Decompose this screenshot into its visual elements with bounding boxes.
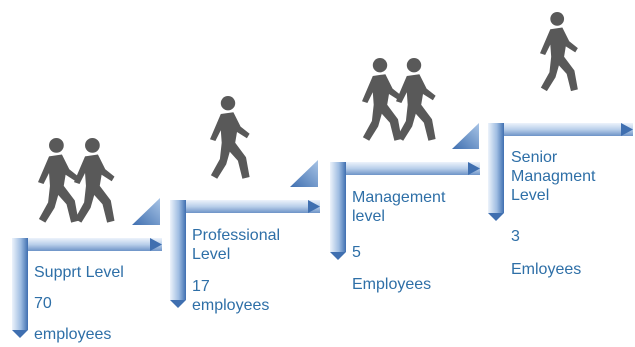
- step-2-bracket: [170, 200, 320, 308]
- walking-person-icon: [362, 58, 402, 141]
- step-4-title: Senior Managment Level: [511, 149, 596, 204]
- walking-person-icon: [396, 58, 436, 141]
- step-2-corner-triangle: [290, 160, 318, 187]
- step-2-unit: employees: [192, 297, 270, 314]
- walking-person-icon: [74, 138, 115, 223]
- step-1-count: 70: [34, 295, 52, 312]
- step-2-count: 17: [192, 278, 210, 295]
- step-1-bracket: [12, 238, 162, 338]
- step-3-count: 5: [352, 244, 361, 261]
- step-3-bracket: [330, 162, 480, 260]
- step-1-title: Supprt Level: [34, 264, 124, 281]
- step-4-unit: Emloyees: [511, 261, 582, 278]
- step-4-count: 3: [511, 228, 520, 245]
- walking-person-icon: [540, 12, 578, 92]
- step-1-corner-triangle: [132, 198, 160, 225]
- walking-person-icon: [38, 138, 79, 223]
- step-1-unit: employees: [34, 326, 112, 343]
- step-4-bracket: [488, 123, 633, 221]
- walking-person-icon: [210, 96, 250, 179]
- step-3-title: Management level: [352, 189, 446, 225]
- step-2-title: Professional Level: [192, 227, 281, 263]
- step-3-corner-triangle: [452, 123, 479, 149]
- step-3-unit: Employees: [352, 276, 432, 293]
